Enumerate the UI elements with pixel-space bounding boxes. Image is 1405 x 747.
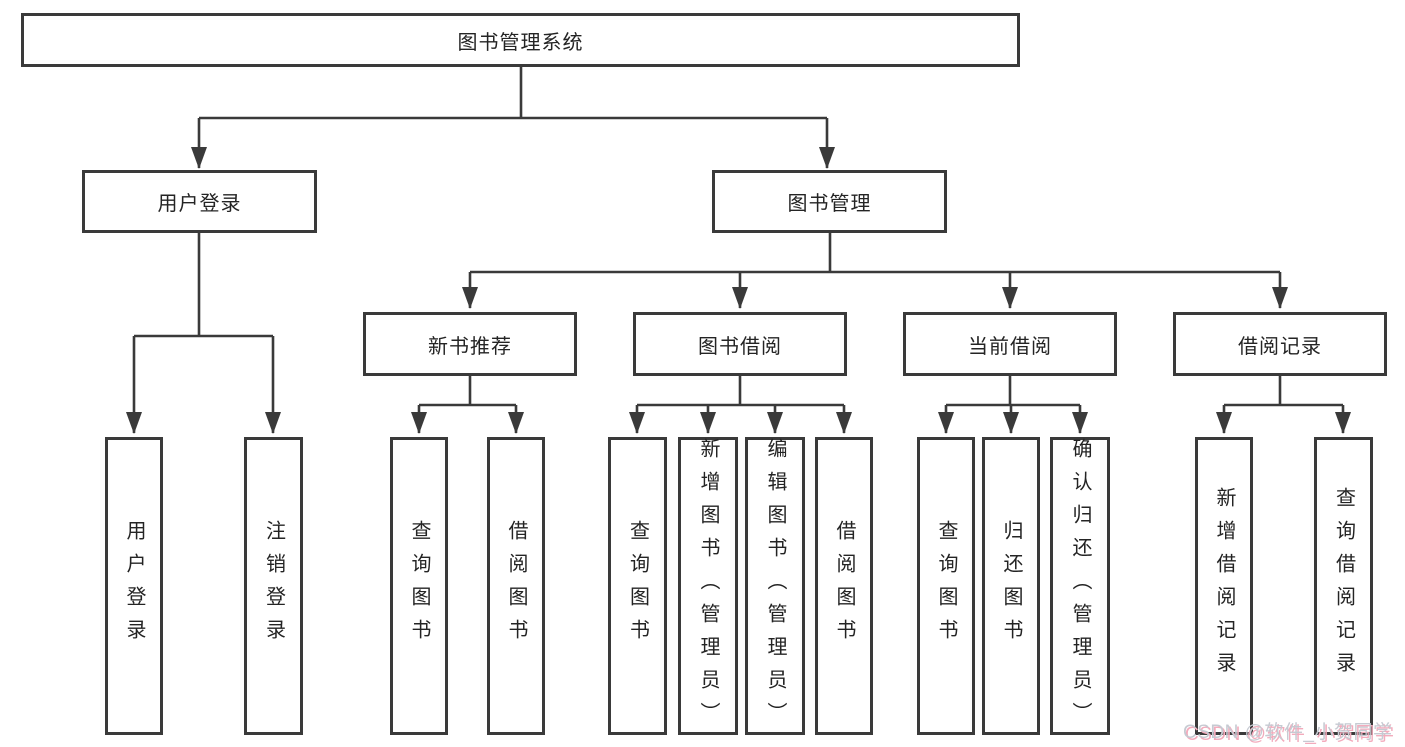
leaf-borrow-query-books: 查询图书: [608, 437, 667, 735]
leaf-newbook-query-books-label: 查询图书: [408, 520, 430, 652]
leaf-user-login-label: 用户登录: [123, 520, 145, 652]
leaf-borrow-borrow-books: 借阅图书: [815, 437, 873, 735]
leaf-current-query-books-label: 查询图书: [935, 520, 957, 652]
leaf-records-query-record-label: 查询借阅记录: [1332, 487, 1355, 685]
node-new-book-recommend: 新书推荐: [363, 312, 577, 376]
leaf-current-return-books: 归还图书: [982, 437, 1040, 735]
node-user-login: 用户登录: [82, 170, 317, 233]
leaf-newbook-query-books: 查询图书: [390, 437, 448, 735]
leaf-borrow-edit-books-admin-label: 编辑图书（管理员）: [764, 437, 786, 735]
leaf-records-add-record: 新增借阅记录: [1195, 437, 1253, 735]
leaf-borrow-edit-books-admin: 编辑图书（管理员）: [745, 437, 805, 735]
node-borrow-records: 借阅记录: [1173, 312, 1387, 376]
leaf-borrow-borrow-books-label: 借阅图书: [833, 520, 855, 652]
node-root-library-system: 图书管理系统: [21, 13, 1020, 67]
leaf-borrow-add-books-admin: 新增图书（管理员）: [678, 437, 738, 735]
leaf-current-return-books-label: 归还图书: [1000, 520, 1022, 652]
node-book-borrow: 图书借阅: [633, 312, 847, 376]
leaf-current-query-books: 查询图书: [917, 437, 975, 735]
leaf-logout-login-label: 注销登录: [262, 520, 285, 652]
leaf-newbook-borrow-books: 借阅图书: [487, 437, 545, 735]
leaf-newbook-borrow-books-label: 借阅图书: [505, 520, 527, 652]
csdn-watermark: CSDN @软件_小贺同学: [1183, 722, 1393, 743]
leaf-current-confirm-return-admin: 确认归还（管理员）: [1050, 437, 1110, 735]
leaf-logout-login: 注销登录: [244, 437, 303, 735]
leaf-current-confirm-return-admin-label: 确认归还（管理员）: [1069, 437, 1091, 735]
node-current-borrow: 当前借阅: [903, 312, 1117, 376]
leaf-user-login: 用户登录: [105, 437, 163, 735]
leaf-borrow-add-books-admin-label: 新增图书（管理员）: [697, 437, 719, 735]
node-book-management: 图书管理: [712, 170, 947, 233]
leaf-records-add-record-label: 新增借阅记录: [1213, 487, 1235, 685]
leaf-records-query-record: 查询借阅记录: [1314, 437, 1373, 735]
leaf-borrow-query-books-label: 查询图书: [626, 520, 649, 652]
